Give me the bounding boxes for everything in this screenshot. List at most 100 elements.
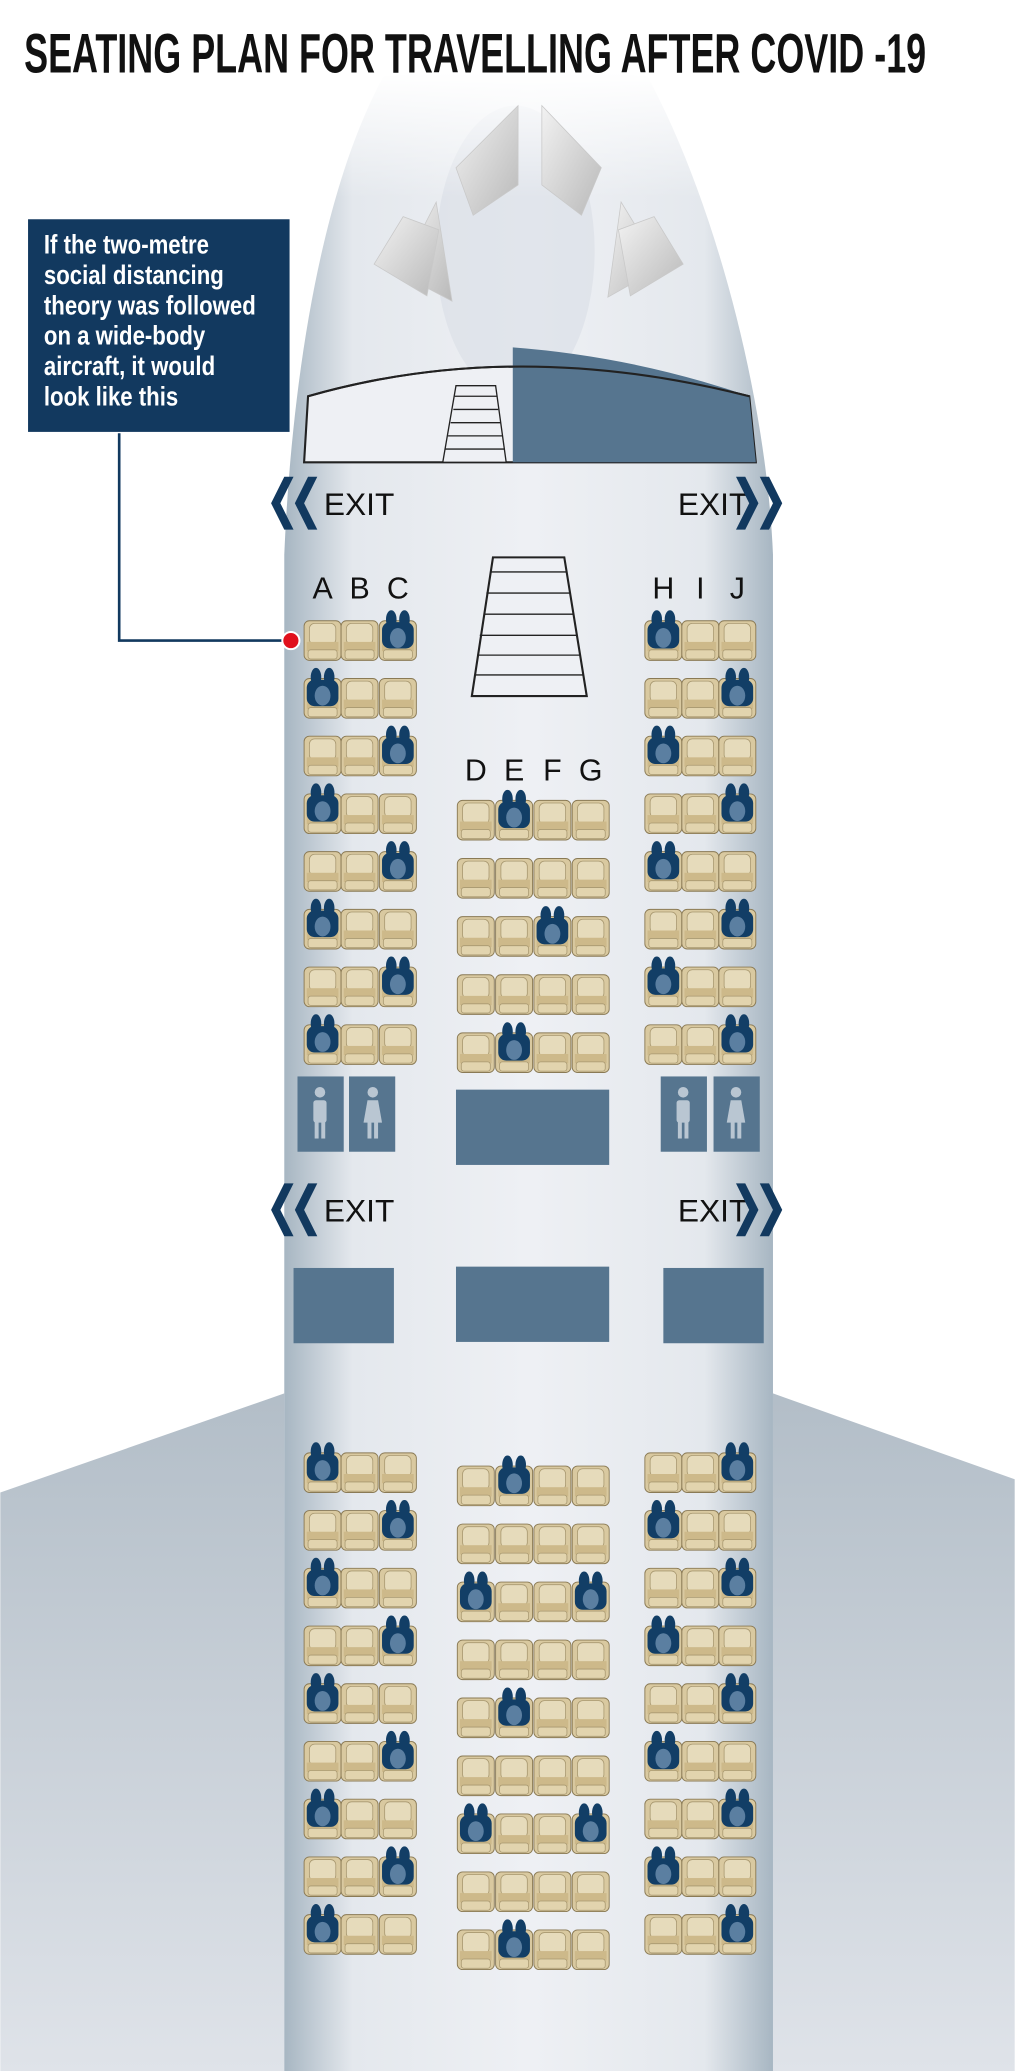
seat-empty-c[interactable]: [378, 1024, 417, 1065]
seat-empty-a[interactable]: [303, 1856, 342, 1897]
seat-empty-i[interactable]: [681, 1798, 720, 1840]
seat-empty-f[interactable]: [533, 1523, 572, 1565]
seat-empty-i[interactable]: [681, 793, 720, 835]
seat-empty-h[interactable]: [644, 678, 683, 719]
seat-empty-g[interactable]: [571, 916, 610, 957]
seat-occupied-a[interactable]: [303, 667, 342, 719]
seat-occupied-a[interactable]: [303, 783, 342, 835]
seat-occupied-h[interactable]: [644, 1615, 683, 1667]
seat-empty-e[interactable]: [495, 1639, 534, 1681]
seat-empty-c[interactable]: [378, 1683, 417, 1724]
seat-empty-d[interactable]: [456, 799, 495, 841]
seat-empty-b[interactable]: [340, 908, 379, 950]
seat-empty-g[interactable]: [571, 799, 610, 841]
seat-occupied-e[interactable]: [495, 1022, 534, 1073]
seat-empty-f[interactable]: [533, 1465, 572, 1507]
seat-empty-f[interactable]: [533, 1871, 572, 1913]
seat-occupied-g[interactable]: [571, 1571, 610, 1623]
seat-empty-b[interactable]: [340, 735, 379, 777]
seat-empty-h[interactable]: [644, 908, 683, 950]
seat-empty-b[interactable]: [340, 1798, 379, 1840]
seat-occupied-j[interactable]: [718, 1442, 757, 1493]
seat-empty-f[interactable]: [533, 1032, 572, 1073]
seat-empty-f[interactable]: [533, 1639, 572, 1681]
seat-occupied-h[interactable]: [644, 841, 683, 892]
seat-empty-b[interactable]: [340, 793, 379, 835]
seat-occupied-j[interactable]: [718, 783, 757, 835]
seat-occupied-j[interactable]: [718, 1673, 757, 1724]
seat-empty-b[interactable]: [340, 1567, 379, 1609]
seat-occupied-c[interactable]: [378, 1846, 417, 1897]
seat-empty-d[interactable]: [456, 1697, 495, 1739]
seat-occupied-g[interactable]: [571, 1803, 610, 1855]
seat-empty-f[interactable]: [533, 1755, 572, 1797]
seat-occupied-d[interactable]: [456, 1571, 495, 1623]
seat-empty-f[interactable]: [533, 858, 572, 899]
seat-empty-j[interactable]: [718, 1741, 757, 1782]
seat-empty-f[interactable]: [533, 1929, 572, 1971]
seat-empty-g[interactable]: [571, 1755, 610, 1797]
seat-occupied-j[interactable]: [718, 667, 757, 719]
seat-occupied-h[interactable]: [644, 1730, 683, 1782]
seat-empty-c[interactable]: [378, 793, 417, 835]
seat-empty-e[interactable]: [495, 858, 534, 899]
seat-empty-i[interactable]: [681, 1914, 720, 1955]
seat-empty-e[interactable]: [495, 1523, 534, 1565]
seat-empty-i[interactable]: [681, 735, 720, 777]
seat-occupied-a[interactable]: [303, 1904, 342, 1955]
seat-empty-i[interactable]: [681, 1024, 720, 1065]
seat-occupied-j[interactable]: [718, 898, 757, 950]
seat-occupied-h[interactable]: [644, 610, 683, 661]
seat-occupied-c[interactable]: [378, 610, 417, 661]
seat-empty-j[interactable]: [718, 620, 757, 661]
seat-occupied-e[interactable]: [495, 1455, 534, 1507]
seat-occupied-d[interactable]: [456, 1803, 495, 1855]
seat-empty-i[interactable]: [681, 1510, 720, 1551]
seat-occupied-c[interactable]: [378, 841, 417, 892]
seat-empty-g[interactable]: [571, 1523, 610, 1565]
seat-empty-a[interactable]: [303, 620, 342, 661]
seat-occupied-h[interactable]: [644, 1846, 683, 1897]
seat-occupied-e[interactable]: [495, 789, 534, 841]
seat-empty-b[interactable]: [340, 1741, 379, 1782]
seat-occupied-c[interactable]: [378, 725, 417, 777]
seat-occupied-j[interactable]: [718, 1014, 757, 1065]
seat-empty-e[interactable]: [495, 1755, 534, 1797]
seat-empty-f[interactable]: [533, 1697, 572, 1739]
seat-empty-i[interactable]: [681, 620, 720, 661]
seat-empty-e[interactable]: [495, 1813, 534, 1855]
seat-empty-h[interactable]: [644, 1452, 683, 1493]
seat-empty-g[interactable]: [571, 1697, 610, 1739]
seat-empty-i[interactable]: [681, 851, 720, 892]
seat-empty-c[interactable]: [378, 1914, 417, 1955]
seat-occupied-j[interactable]: [718, 1788, 757, 1840]
seat-empty-g[interactable]: [571, 1929, 610, 1971]
seat-empty-i[interactable]: [681, 1452, 720, 1493]
seat-empty-b[interactable]: [340, 1452, 379, 1493]
seat-occupied-f[interactable]: [533, 906, 572, 957]
seat-empty-j[interactable]: [718, 1856, 757, 1897]
seat-empty-a[interactable]: [303, 1741, 342, 1782]
seat-empty-g[interactable]: [571, 1032, 610, 1073]
seat-empty-e[interactable]: [495, 916, 534, 957]
seat-empty-d[interactable]: [456, 916, 495, 957]
seat-empty-b[interactable]: [340, 1856, 379, 1897]
seat-occupied-j[interactable]: [718, 1557, 757, 1609]
seat-empty-c[interactable]: [378, 1452, 417, 1493]
seat-empty-f[interactable]: [533, 1813, 572, 1855]
seat-empty-c[interactable]: [378, 1567, 417, 1609]
seat-empty-d[interactable]: [456, 1523, 495, 1565]
seat-empty-h[interactable]: [644, 1683, 683, 1724]
seat-occupied-a[interactable]: [303, 898, 342, 950]
seat-empty-a[interactable]: [303, 735, 342, 777]
seat-empty-i[interactable]: [681, 1625, 720, 1667]
seat-empty-e[interactable]: [495, 1871, 534, 1913]
seat-empty-j[interactable]: [718, 851, 757, 892]
seat-empty-a[interactable]: [303, 851, 342, 892]
seat-empty-a[interactable]: [303, 966, 342, 1008]
seat-empty-b[interactable]: [340, 1625, 379, 1667]
seat-occupied-h[interactable]: [644, 1500, 683, 1551]
seat-empty-h[interactable]: [644, 793, 683, 835]
seat-empty-j[interactable]: [718, 1625, 757, 1667]
seat-empty-b[interactable]: [340, 1683, 379, 1724]
